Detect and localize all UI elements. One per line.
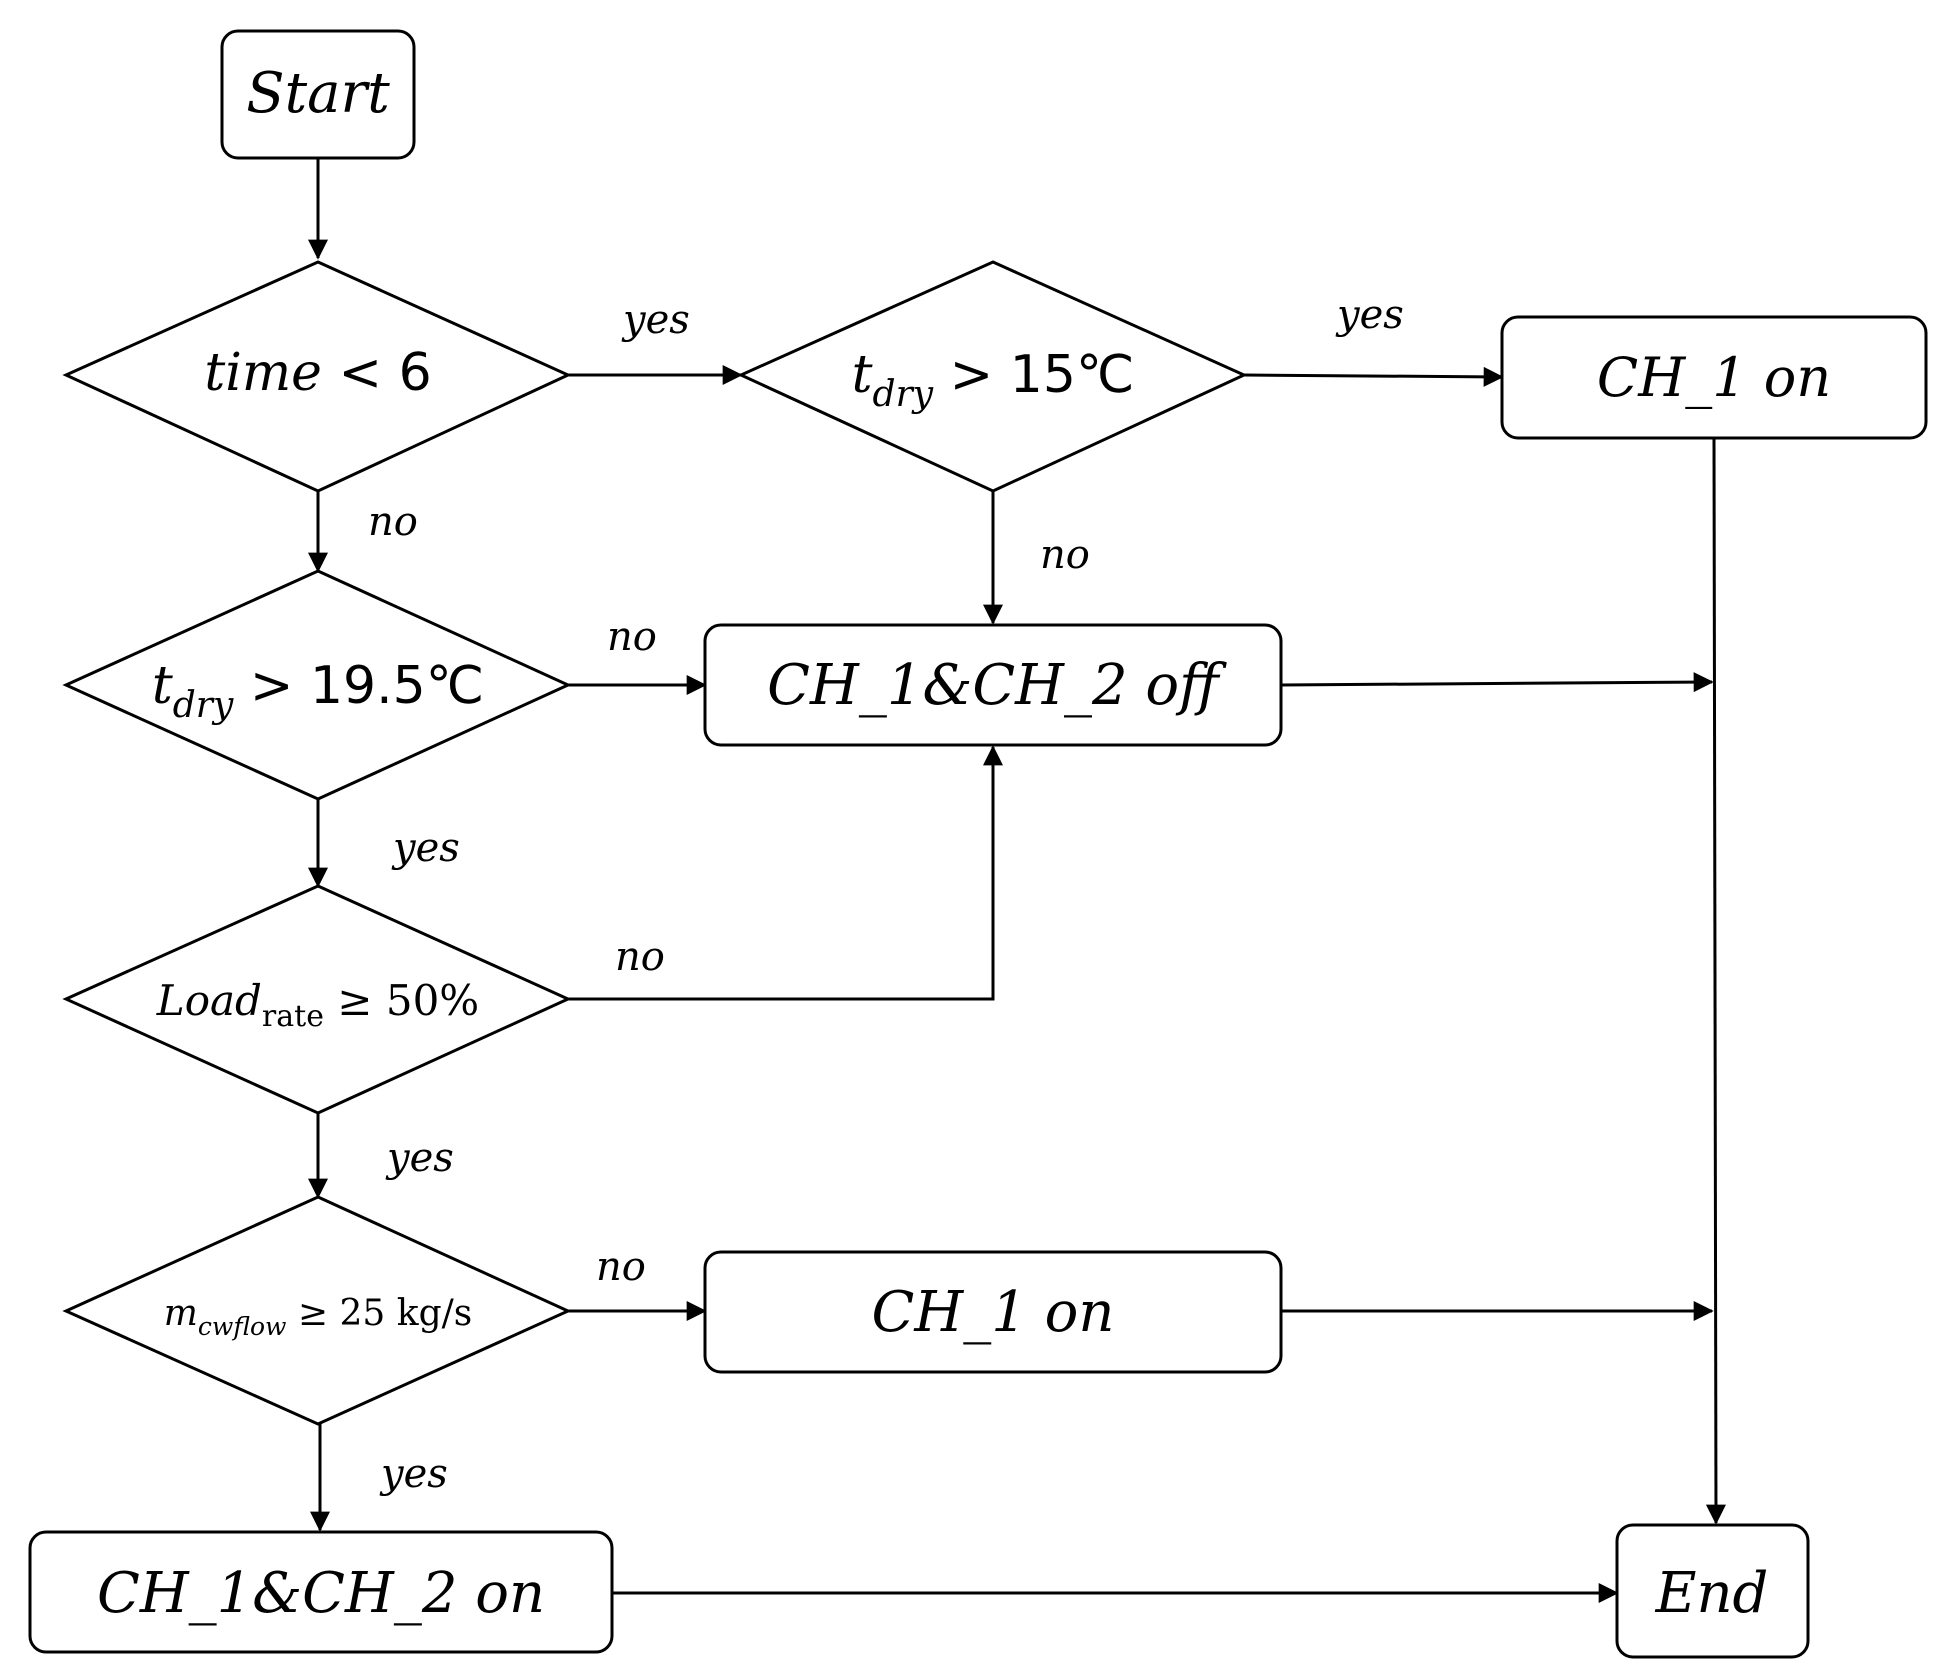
start-label: Start: [246, 61, 390, 126]
node-ch1-ch2-off: CH_1&CH_2 off: [703, 623, 1283, 747]
node-ch1-on-top: CH_1 on: [1500, 315, 1928, 440]
ch1-on-mid-label: CH_1 on: [872, 1280, 1115, 1345]
svg-text:time < 6: time < 6: [204, 343, 431, 403]
label-time-yes: yes: [621, 297, 690, 343]
svg-text:tdry > 19.5℃: tdry > 19.5℃: [152, 656, 484, 726]
end-label: End: [1655, 1561, 1769, 1626]
ch1-on-top-label: CH_1 on: [1597, 346, 1831, 409]
tdry195-var: t: [152, 656, 173, 716]
svg-text:tdry > 15℃: tdry > 15℃: [852, 345, 1135, 415]
label-tdry15-yes: yes: [1335, 292, 1404, 338]
edge-ch1on-top-down-to-end: [1705, 437, 1726, 1525]
label-load-no: no: [615, 934, 665, 980]
off-label: CH_1&CH_2 off: [767, 653, 1227, 718]
mflow-var: m: [164, 1293, 198, 1334]
tdry15-condition: > 15℃: [933, 345, 1134, 405]
both-on-label: CH_1&CH_2 on: [97, 1561, 545, 1626]
mflow-subscript: cwflow: [198, 1312, 287, 1341]
decision-mcwflow: mcwflow ≥ 25 kg/s: [62, 1195, 572, 1426]
tdry195-condition: > 19.5℃: [233, 656, 484, 716]
node-ch1-ch2-on: CH_1&CH_2 on: [28, 1530, 614, 1654]
decision-tdry-gt-15: tdry > 15℃: [737, 260, 1248, 493]
label-tdry195-yes: yes: [391, 825, 460, 871]
label-mflow-no: no: [596, 1244, 646, 1290]
time-condition: < 6: [322, 343, 432, 403]
load-subscript: rate: [262, 999, 324, 1034]
edge-labels: yes yes no no no yes no yes no yes: [368, 292, 1404, 1497]
decision-tdry-gt-19-5: tdry > 19.5℃: [62, 569, 572, 801]
load-condition: ≥ 50%: [324, 976, 479, 1025]
node-start: Start: [220, 29, 416, 160]
decision-load-rate: Loadrate ≥ 50%: [62, 884, 572, 1115]
edge-tdry15-yes-to-ch1on: [1243, 366, 1504, 387]
node-end: End: [1615, 1523, 1810, 1659]
label-tdry195-no: no: [607, 614, 657, 660]
label-time-no: no: [368, 499, 418, 545]
decision-time-lt-6: time < 6: [62, 260, 572, 493]
node-ch1-on-middle: CH_1 on: [703, 1250, 1283, 1374]
edge-load-no-to-off: [568, 745, 1003, 1001]
svg-text:Loadrate ≥ 50%: Loadrate ≥ 50%: [156, 976, 479, 1034]
label-tdry15-no: no: [1040, 532, 1090, 578]
label-mflow-yes: yes: [379, 1451, 448, 1497]
edges: [308, 158, 1726, 1603]
tdry15-subscript: dry: [873, 374, 934, 415]
label-load-yes: yes: [385, 1135, 454, 1181]
edge-off-to-right-line: [1280, 672, 1714, 693]
load-var: Load: [156, 976, 262, 1025]
svg-text:mcwflow ≥ 25 kg/s: mcwflow ≥ 25 kg/s: [164, 1293, 472, 1341]
mflow-condition: ≥ 25 kg/s: [286, 1293, 472, 1334]
tdry15-var: t: [852, 345, 873, 405]
time-var: time: [204, 343, 322, 403]
tdry195-subscript: dry: [173, 685, 234, 726]
